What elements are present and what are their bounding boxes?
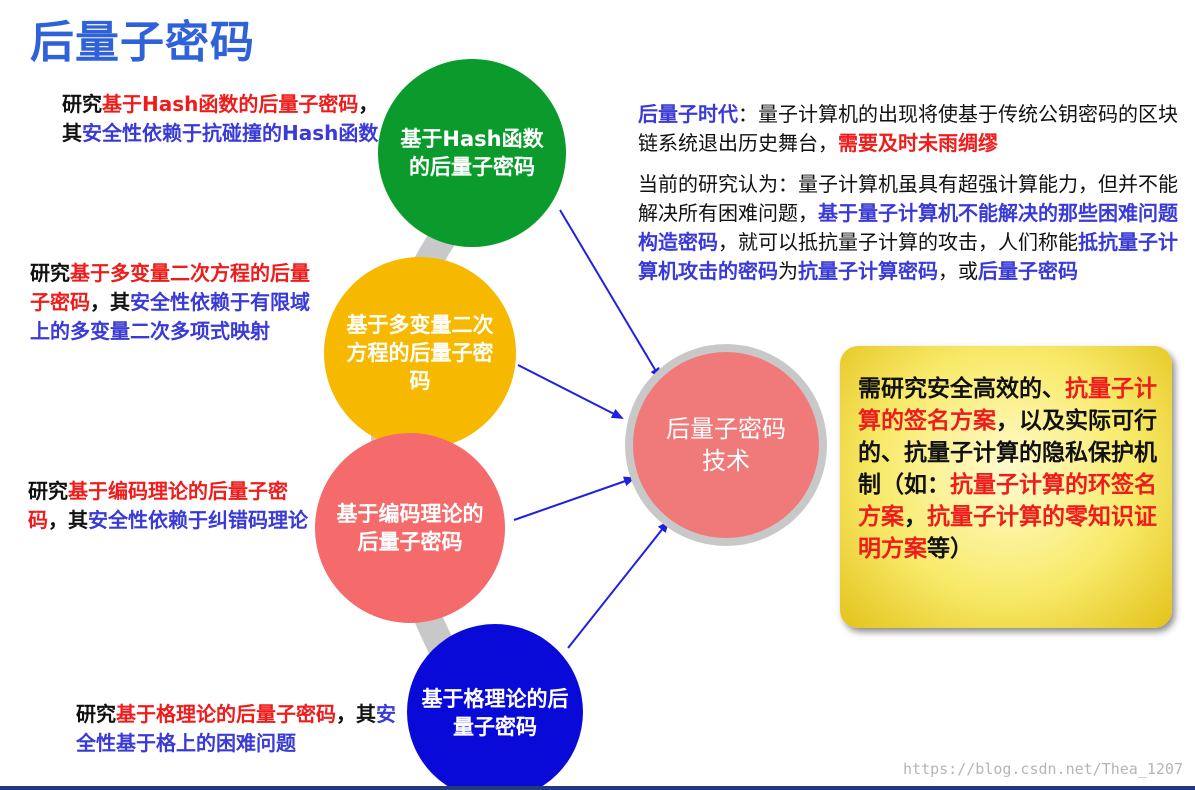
desc-mv-b: 基于多变量二次方程的后量子密码	[30, 261, 310, 314]
circle-multivariate	[324, 257, 516, 449]
desc-hash-c: ，其	[62, 92, 379, 145]
desc-lattice: 研究基于格理论的后量子密码，其安全性基于格上的困难问题	[76, 700, 396, 758]
desc-hash-d: 安全性依赖于抗碰撞的Hash函数	[82, 121, 379, 145]
watermark: https://blog.csdn.net/Thea_1207	[903, 760, 1183, 778]
circle-hash	[378, 59, 566, 247]
desc-lat-b: 基于格理论的后量子密码	[116, 702, 336, 726]
circle-lattice	[407, 624, 583, 790]
desc-code-b: 基于编码理论的后量子密码	[28, 479, 288, 532]
p1-b: ：量子计算机的出现将使基于传统公钥密码的区块链系统退出历史舞台，	[638, 102, 1178, 155]
desc-lat-c: ，其	[336, 702, 376, 726]
p2-h: 后量子密码	[978, 259, 1078, 283]
arrow-multivariate	[517, 364, 624, 419]
desc-mv-d: 安全性依赖于有限域上的多变量二次多项式映射	[30, 290, 310, 343]
circle-code-label: 基于编码理论的后量子密码	[336, 502, 484, 554]
bottom-bar	[0, 786, 1195, 790]
circle-code	[315, 433, 505, 623]
circle-center	[625, 344, 827, 546]
desc-mv-c: ，其	[90, 290, 130, 314]
gold-box-text: 需研究安全高效的、抗量子计算的签名方案，以及实际可行的、抗量子计算的隐私保护机制…	[858, 373, 1158, 565]
right-para-1: 后量子时代：量子计算机的出现将使基于传统公钥密码的区块链系统退出历史舞台，需要及…	[638, 100, 1178, 158]
p2-g: ，或	[938, 259, 978, 283]
p1-c: 需要及时未雨绸缪	[838, 131, 998, 155]
p1-a: 后量子时代	[638, 102, 738, 126]
desc-code-a: 研究	[28, 479, 68, 503]
desc-hash: 研究基于Hash函数的后量子密码，其安全性依赖于抗碰撞的Hash函数	[62, 90, 382, 148]
p2-f: 抗量子计算密码	[798, 259, 938, 283]
page-title: 后量子密码	[30, 17, 255, 68]
circle-lattice-label: 基于格理论的后量子密码	[421, 687, 569, 739]
p2-d: 抵抗量子计算机攻击的密码	[638, 230, 1178, 283]
arrow-lattice	[567, 520, 670, 649]
circle-hash-label: 基于Hash函数的后量子密码	[400, 127, 544, 179]
desc-hash-a: 研究	[62, 92, 102, 116]
gold-e: ，	[904, 504, 927, 530]
gold-b: 抗量子计算的签名方案	[858, 376, 1157, 434]
p2-b: 基于量子计算机不能解决的那些困难问题构造密码	[638, 201, 1178, 254]
arrow-hash	[559, 209, 662, 380]
gold-f: 抗量子计算的零知识证明方案	[858, 504, 1157, 562]
desc-code-c: ，其	[48, 508, 88, 532]
p2-a: 当前的研究认为：量子计算机虽具有超强计算能力，但并不能解决所有困难问题，	[638, 172, 1178, 225]
right-para-2: 当前的研究认为：量子计算机虽具有超强计算能力，但并不能解决所有困难问题，基于量子…	[638, 170, 1178, 286]
arrow-code	[513, 476, 636, 521]
p2-c: ，就可以抵抗量子计算的攻击，人们称能	[718, 230, 1078, 254]
circle-multivariate-label: 基于多变量二次方程的后量子密码	[346, 313, 494, 393]
gold-g: 等）	[927, 536, 973, 562]
desc-lat-a: 研究	[76, 702, 116, 726]
desc-multivariate: 研究基于多变量二次方程的后量子密码，其安全性依赖于有限域上的多变量二次多项式映射	[30, 259, 318, 346]
desc-mv-a: 研究	[30, 261, 70, 285]
desc-code: 研究基于编码理论的后量子密码，其安全性依赖于纠错码理论	[28, 477, 316, 535]
p2-e: 为	[778, 259, 798, 283]
gold-d: 抗量子计算的环签名方案	[858, 472, 1157, 530]
desc-lat-d: 安全性基于格上的困难问题	[76, 702, 396, 755]
circle-center-label: 后量子密码技术	[666, 415, 786, 475]
desc-code-d: 安全性依赖于纠错码理论	[88, 508, 308, 532]
gold-box	[840, 346, 1172, 628]
gold-a: 需研究安全高效的、	[858, 376, 1065, 402]
desc-hash-b: 基于Hash函数的后量子密码	[102, 92, 359, 116]
gold-c: ，以及实际可行的、抗量子计算的隐私保护机制（如：	[858, 408, 1157, 498]
